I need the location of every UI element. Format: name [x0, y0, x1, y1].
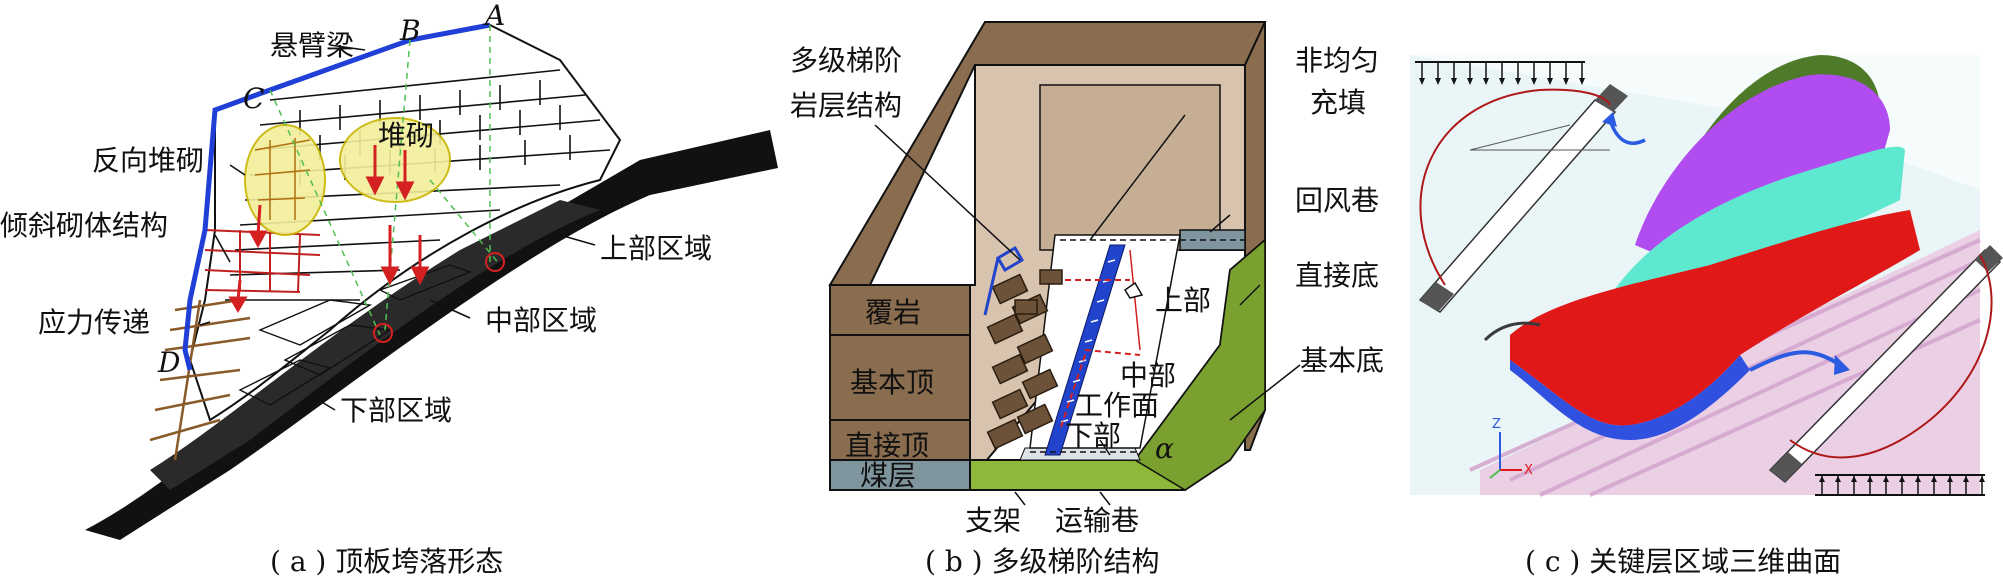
- label-point-b: B: [399, 14, 421, 47]
- axis-triad: Z X: [1489, 417, 1533, 479]
- label-non-uniform-2: 充填: [1310, 86, 1366, 119]
- surface-purple-layer: [1635, 74, 1890, 260]
- stress-transfer-strata: [149, 298, 251, 461]
- reverse-masonry-ellipse: [244, 124, 326, 236]
- label-multi-step-2: 岩层结构: [790, 89, 902, 122]
- label-point-a: A: [482, 0, 505, 32]
- label-alpha: α: [1155, 432, 1174, 465]
- caved-rubble: [150, 200, 600, 490]
- rock-mass: [188, 23, 622, 422]
- upper-beam-model: [1418, 84, 1646, 313]
- label-non-uniform-1: 非均匀: [1295, 44, 1379, 77]
- panel-multi-step: 多级梯阶 岩层结构 非均匀 充填 回风巷 直接底 基本底 覆岩 基本顶 直接顶 …: [790, 0, 1410, 584]
- label-cantilever: 悬臂梁: [270, 29, 354, 62]
- label-stress-transfer: 应力传递: [38, 306, 150, 339]
- surface-red-layer: [1510, 210, 1920, 426]
- caption-b: ( b ) 多级梯阶结构: [925, 545, 1160, 578]
- inner-void: [1039, 84, 1221, 251]
- surface-cyan-layer: [1600, 146, 1905, 315]
- contact-point-upper: [485, 252, 505, 272]
- label-support: 支架: [965, 504, 1021, 537]
- masonry-ellipse: [339, 117, 451, 203]
- label-immediate-floor: 直接底: [1295, 259, 1379, 292]
- contact-point-middle: [373, 323, 393, 343]
- label-main-roof: 基本顶: [850, 366, 934, 399]
- label-return-airway: 回风巷: [1295, 184, 1379, 217]
- label-point-c: C: [243, 82, 264, 115]
- label-reverse-masonry: 反向堆砌: [92, 144, 204, 177]
- floor-strata: [85, 130, 778, 540]
- label-coal-seam: 煤层: [860, 459, 916, 492]
- panel-key-stratum-surface: Z X ( c ) 关键层区域三维曲面: [1410, 0, 2003, 584]
- label-point-d: D: [157, 346, 180, 379]
- panel-roof-collapse: 悬臂梁 A B C D 反向堆砌 堆砌 倾斜砌体结构 应力传递 上部区域 中部区…: [0, 0, 790, 584]
- broken-strata: [238, 264, 472, 406]
- label-immediate-roof: 直接顶: [845, 429, 929, 462]
- label-upper: 上部: [1155, 284, 1211, 317]
- label-working-face: 工作面: [1075, 389, 1159, 422]
- surface-blue-layer: [1510, 355, 1750, 440]
- label-lower-region: 下部区域: [340, 394, 452, 427]
- label-masonry: 堆砌: [378, 119, 434, 152]
- caption-c: ( c ) 关键层区域三维曲面: [1525, 545, 1842, 578]
- region-boundaries: [1059, 279, 1141, 431]
- lower-beam-model: [1749, 245, 2003, 496]
- label-overburden: 覆岩: [865, 296, 921, 329]
- label-haulage-roadway: 运输巷: [1055, 504, 1139, 537]
- cantilever-line: [182, 22, 491, 371]
- block-front-face: [829, 284, 971, 491]
- label-upper-region: 上部区域: [600, 232, 712, 265]
- label-inclined-masonry: 倾斜砌体结构: [0, 209, 168, 242]
- load-arrows: [228, 145, 430, 313]
- label-middle: 中部: [1120, 359, 1176, 392]
- label-lower: 下部: [1065, 419, 1121, 452]
- multi-step-block-diagram: 多级梯阶 岩层结构 非均匀 充填 回风巷 直接底 基本底 覆岩 基本顶 直接顶 …: [790, 21, 1384, 537]
- key-stratum-3d-surface: Z X: [1410, 55, 2003, 497]
- axis-z-label: Z: [1492, 417, 1501, 432]
- coal-seam-layer: [829, 459, 971, 491]
- caption-a: ( a ) 顶板垮落形态: [270, 545, 504, 578]
- label-multi-step-1: 多级梯阶: [790, 44, 902, 77]
- roof-collapse-diagram: 悬臂梁 A B C D 反向堆砌 堆砌 倾斜砌体结构 应力传递 上部区域 中部区…: [0, 0, 778, 540]
- top-distributed-load: [1415, 61, 1585, 85]
- stepped-blocks: [986, 269, 1063, 450]
- label-middle-region: 中部区域: [485, 304, 597, 337]
- axis-x-label: X: [1524, 463, 1533, 478]
- label-basic-floor: 基本底: [1300, 344, 1384, 377]
